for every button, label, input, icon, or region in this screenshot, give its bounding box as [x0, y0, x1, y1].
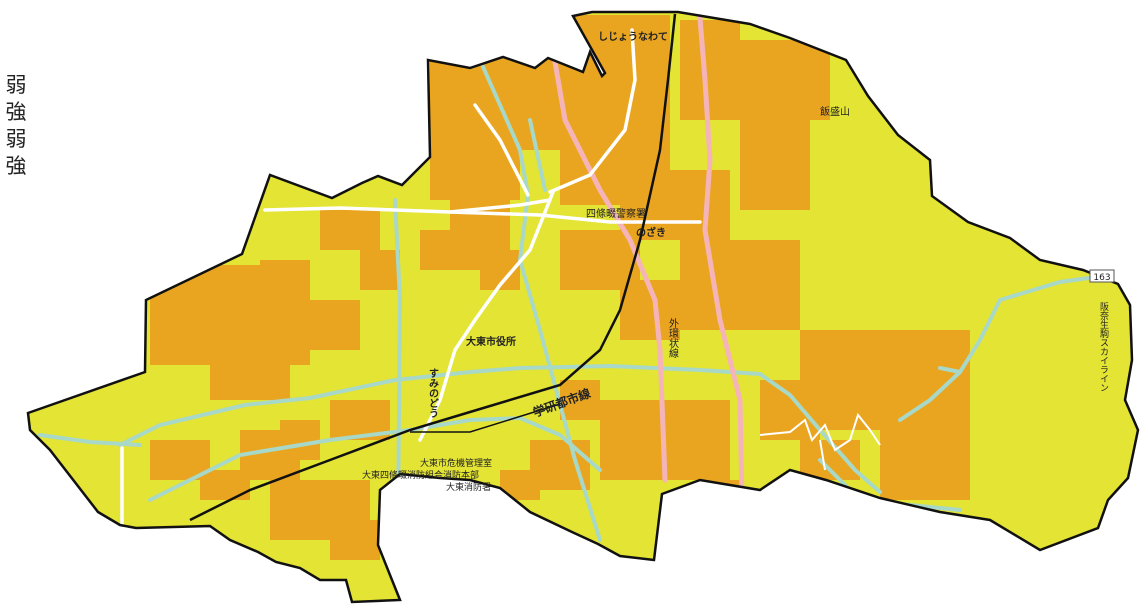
legend: 弱 強 弱 強 — [0, 72, 32, 180]
strong-zone-3 — [740, 40, 830, 120]
strong-zone-33 — [200, 470, 250, 500]
strong-zone-14 — [300, 300, 360, 350]
strong-zone-23 — [880, 420, 970, 500]
strong-zone-9 — [320, 210, 380, 250]
route-163-label: 163 — [1093, 273, 1110, 283]
strong-zone-13 — [210, 360, 290, 400]
strong-zone-6 — [740, 120, 810, 210]
strong-zone-31 — [330, 520, 380, 560]
label-gaikan-line: 外環状線 — [667, 318, 679, 358]
label-daito-fire-station: 大東消防署 — [446, 481, 491, 493]
skyline-road — [759, 412, 881, 471]
label-daito-crisis: 大東市危機管理室 — [420, 457, 492, 469]
strong-zone-26 — [560, 380, 600, 420]
label-shijonawate-police: 四條畷警察署 — [586, 207, 646, 220]
legend-weak-1: 弱 — [5, 73, 27, 97]
label-daito-city-hall: 大東市役所 — [466, 335, 516, 348]
strong-zone-10 — [360, 250, 400, 290]
local-roads — [120, 28, 702, 527]
label-nozaki: のざき — [636, 226, 666, 239]
strong-zone-2 — [680, 20, 740, 120]
label-daito-fire-hq: 大東四條畷消防組合消防本部 — [362, 469, 479, 481]
strong-zone-24 — [600, 400, 660, 480]
strong-zone-21 — [800, 330, 970, 430]
strong-zone-35 — [500, 470, 540, 500]
strong-zone-18 — [660, 170, 730, 240]
strong-zone-36 — [800, 440, 860, 480]
strong-zone-22 — [760, 380, 820, 440]
label-iimoriyama: 飯盛山 — [820, 105, 850, 118]
main-roads — [552, 15, 745, 503]
label-hanna-skyline: 阪奈生駒スカイライン — [1098, 302, 1109, 392]
strong-zone-12 — [150, 265, 310, 365]
strong-zone-19 — [680, 240, 800, 330]
legend-weak-2: 弱 — [5, 127, 27, 151]
strong-zone-25 — [660, 400, 730, 480]
strong-zone-5 — [560, 145, 670, 205]
route-163-marker: 163 — [1089, 269, 1115, 283]
label-suminodou: すみのどう — [427, 368, 439, 418]
railway-line — [189, 13, 677, 522]
label-shijounawate: しじょうなわて — [598, 31, 668, 43]
legend-strong-1: 強 — [5, 100, 27, 124]
strong-zones — [150, 15, 970, 560]
strong-zone-4 — [430, 150, 520, 200]
legend-strong-2: 強 — [5, 154, 27, 178]
strong-zone-15 — [420, 230, 480, 270]
